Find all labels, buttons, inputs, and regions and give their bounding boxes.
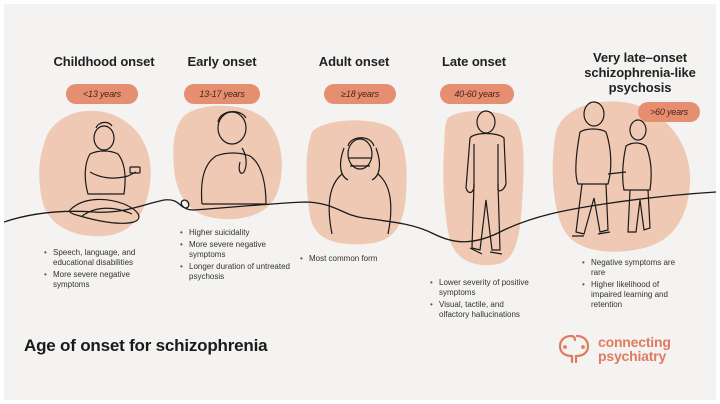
age-badge-late: 40-60 years (440, 84, 514, 104)
bullet-item: Speech, language, and educational disabi… (44, 248, 162, 268)
bullet-item: Higher likelihood of impaired learning a… (582, 280, 682, 310)
heading-very-late-line-3: psychosis (608, 80, 672, 95)
blob-late (443, 110, 524, 266)
bullet-item: Longer duration of untreated psychosis (180, 262, 290, 282)
brand-line-2: psychiatry (598, 348, 667, 364)
heading-early-onset: Early onset (187, 54, 257, 69)
bullet-item: Negative symptoms are rare (582, 258, 682, 278)
age-badge-very-late: >60 years (638, 102, 700, 122)
bullets-late: Lower severity of positive symptoms Visu… (430, 278, 530, 322)
blob-early (173, 105, 282, 220)
blob-very-late (552, 101, 691, 252)
child-illustration (68, 121, 141, 224)
heading-very-late-onset: Very late–onset schizophrenia-like psych… (570, 50, 710, 95)
bullets-early: Higher suicidality More severe negative … (180, 228, 290, 284)
bullets-very-late: Negative symptoms are rare Higher likeli… (582, 258, 682, 312)
adult-illustration (328, 137, 392, 235)
blob-childhood (39, 110, 151, 237)
page-title: Age of onset for schizophrenia (24, 336, 268, 355)
two-heads-icon (558, 334, 590, 364)
teen-illustration (200, 111, 267, 205)
heading-very-late-line-2: schizophrenia-like (584, 65, 696, 80)
bullet-item: Lower severity of positive symptoms (430, 278, 530, 298)
brand-logo: connecting psychiatry (556, 334, 671, 364)
bullet-item: More severe negative symptoms (44, 270, 162, 290)
heading-very-late-line-1: Very late–onset (593, 50, 687, 65)
heading-adult-onset: Adult onset (318, 54, 390, 69)
bullet-item: Most common form (300, 254, 410, 264)
infographic-canvas: Childhood onset Early onset Adult onset … (4, 4, 716, 400)
bullets-adult: Most common form (300, 254, 410, 266)
timeline-line (4, 191, 716, 243)
brand-line-1: connecting (598, 334, 671, 350)
bullet-item: Higher suicidality (180, 228, 290, 238)
age-badge-adult: ≥18 years (324, 84, 396, 104)
standing-person-illustration (465, 110, 507, 255)
bullet-item: More severe negative symptoms (180, 240, 290, 260)
blob-adult (306, 120, 407, 245)
illustration-layer (4, 101, 716, 266)
age-badge-childhood: <13 years (66, 84, 138, 104)
bullet-item: Visual, tactile, and olfactory hallucina… (430, 300, 530, 320)
age-badge-early: 13-17 years (184, 84, 260, 104)
brand-wordmark: connecting psychiatry (598, 335, 671, 363)
bullets-childhood: Speech, language, and educational disabi… (44, 248, 162, 292)
elderly-couple-illustration (572, 101, 652, 237)
heading-late-onset: Late onset (441, 54, 506, 69)
heading-childhood-onset: Childhood onset (53, 54, 155, 69)
